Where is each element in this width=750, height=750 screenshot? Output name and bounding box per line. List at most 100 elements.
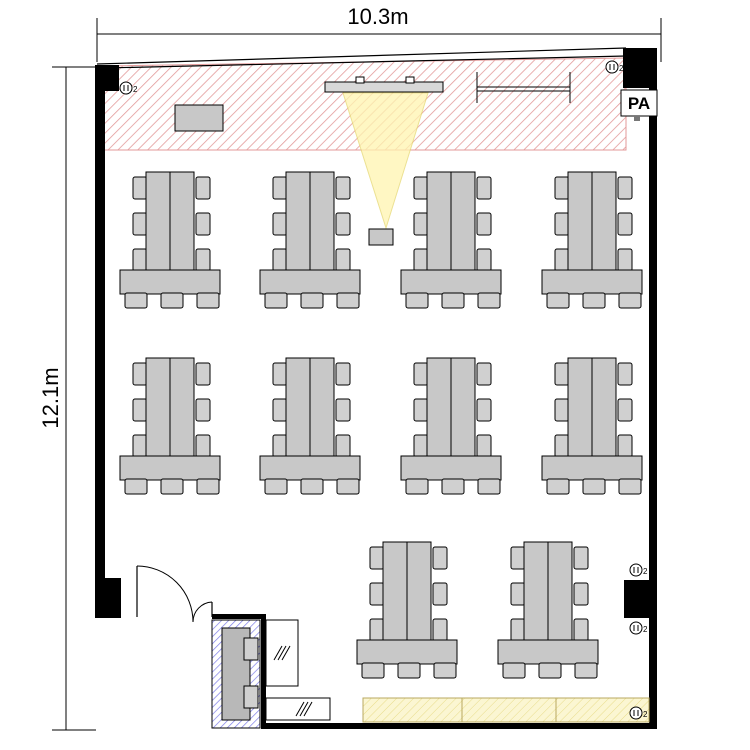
- chair: [554, 434, 570, 458]
- chair: [573, 618, 589, 642]
- power-outlet-icon: 2: [119, 81, 138, 95]
- chair: [335, 212, 351, 236]
- table-group: [541, 357, 643, 495]
- table: [547, 541, 573, 643]
- table: [567, 357, 593, 459]
- chair: [272, 176, 288, 200]
- chair: [196, 292, 220, 309]
- table: [259, 269, 361, 295]
- chair: [432, 618, 448, 642]
- chair: [160, 478, 184, 495]
- table-group: [400, 357, 502, 495]
- table: [382, 541, 408, 643]
- corridor-fixture: [265, 619, 331, 721]
- chair: [617, 434, 633, 458]
- chair: [132, 362, 148, 386]
- chair: [272, 398, 288, 422]
- chair: [300, 292, 324, 309]
- chair: [546, 478, 570, 495]
- chair: [195, 434, 211, 458]
- curtain-rail: [476, 72, 571, 103]
- table: [119, 269, 221, 295]
- table: [591, 357, 617, 459]
- table: [285, 171, 311, 273]
- chair: [335, 398, 351, 422]
- table: [259, 455, 361, 481]
- top-wall: [96, 47, 627, 69]
- chair: [397, 662, 421, 679]
- chair: [617, 248, 633, 272]
- table: [426, 171, 452, 273]
- table: [567, 171, 593, 273]
- chair: [432, 582, 448, 606]
- chair: [195, 176, 211, 200]
- chair: [510, 618, 526, 642]
- projection-beam: [342, 92, 429, 230]
- entrance-door[interactable]: [136, 565, 213, 623]
- chair: [617, 398, 633, 422]
- chair: [573, 582, 589, 606]
- chair: [264, 292, 288, 309]
- left-wall: [95, 65, 121, 618]
- projection-screen: [324, 76, 444, 93]
- table: [523, 541, 549, 643]
- table: [145, 357, 171, 459]
- chair: [413, 362, 429, 386]
- table-group: [119, 171, 221, 309]
- chair: [554, 248, 570, 272]
- chair: [132, 248, 148, 272]
- chair: [195, 248, 211, 272]
- table-group: [119, 357, 221, 495]
- chair: [502, 662, 526, 679]
- pa-speaker: PA: [620, 89, 658, 121]
- chair: [335, 248, 351, 272]
- power-outlet-icon: 2: [605, 60, 624, 74]
- chair: [132, 176, 148, 200]
- chair: [573, 546, 589, 570]
- table-group: [497, 541, 599, 679]
- chair: [361, 662, 385, 679]
- chair: [413, 434, 429, 458]
- chair: [538, 662, 562, 679]
- chair: [196, 478, 220, 495]
- chair: [195, 398, 211, 422]
- table: [400, 269, 502, 295]
- outlet-label: 2: [643, 625, 648, 634]
- service-counter: [362, 697, 650, 723]
- table-group: [259, 357, 361, 495]
- chair: [413, 212, 429, 236]
- chair: [335, 362, 351, 386]
- table: [309, 357, 335, 459]
- outlet-label: 2: [133, 85, 138, 94]
- chair: [546, 292, 570, 309]
- table: [450, 171, 476, 273]
- chair: [582, 478, 606, 495]
- chair: [160, 292, 184, 309]
- width-dimension: 10.3m: [96, 4, 662, 62]
- power-outlets: 2 2 2 2 2: [119, 60, 648, 720]
- chair: [477, 478, 501, 495]
- table: [119, 455, 221, 481]
- outlet-label: 2: [619, 64, 624, 73]
- table: [450, 357, 476, 459]
- table-group: [356, 541, 458, 679]
- chair: [132, 398, 148, 422]
- height-dimension: 12.1m: [38, 66, 96, 731]
- chair: [405, 478, 429, 495]
- chair: [617, 362, 633, 386]
- chair: [413, 248, 429, 272]
- power-outlet-icon: 2: [629, 563, 648, 577]
- chair: [369, 618, 385, 642]
- chair: [554, 212, 570, 236]
- table: [426, 357, 452, 459]
- width-label: 10.3m: [347, 4, 408, 29]
- chair: [336, 292, 360, 309]
- chair: [335, 176, 351, 200]
- chair: [617, 212, 633, 236]
- table-groups: [119, 171, 643, 679]
- outlet-label: 2: [643, 710, 648, 719]
- height-label: 12.1m: [38, 367, 63, 428]
- bottom-wall: [212, 614, 657, 729]
- chair: [272, 434, 288, 458]
